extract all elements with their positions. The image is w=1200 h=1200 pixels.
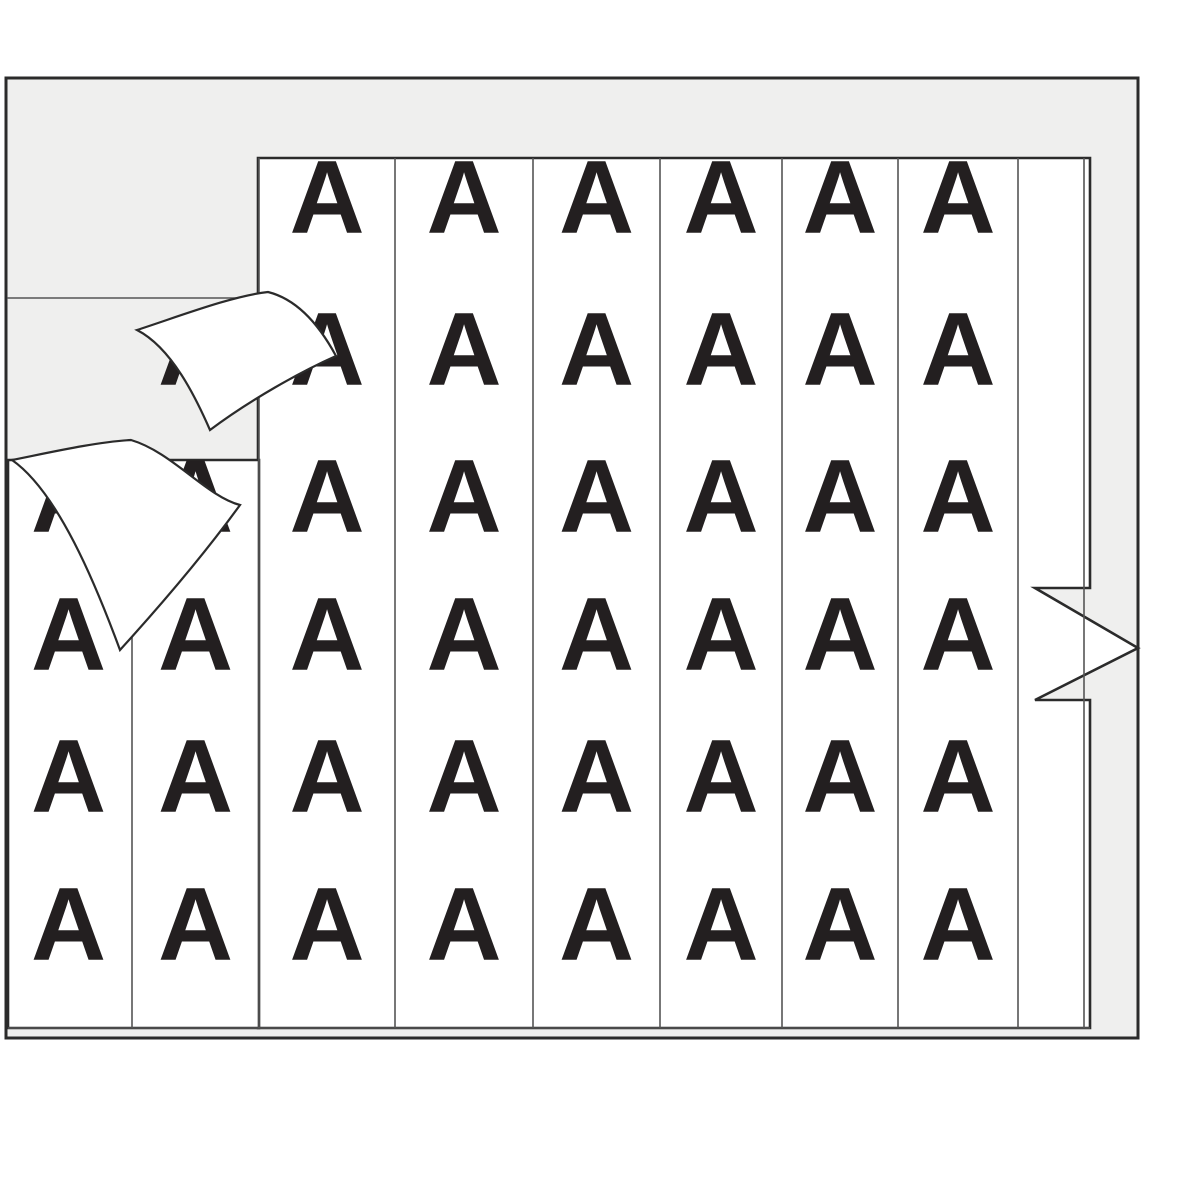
label-letter: A [802, 577, 877, 693]
label-letter: A [426, 292, 501, 408]
label-letter: A [920, 140, 995, 256]
label-letter: A [802, 140, 877, 256]
label-letter: A [920, 577, 995, 693]
peeled-label-upper-face[interactable] [134, 290, 338, 432]
label-letter: A [802, 867, 877, 983]
label-letter: A [559, 867, 634, 983]
label-letter: A [920, 719, 995, 835]
label-letter: A [158, 867, 233, 983]
peeled-label-lower[interactable] [9, 438, 242, 653]
label-letter: A [683, 867, 758, 983]
label-letter: A [158, 719, 233, 835]
label-letter: A [683, 577, 758, 693]
label-letter: A [920, 867, 995, 983]
label-letter: A [559, 719, 634, 835]
label-letter: A [802, 439, 877, 555]
label-column-dividers [8, 158, 1090, 1029]
label-letter: A [426, 439, 501, 555]
label-letter: A [426, 719, 501, 835]
label-letter: A [802, 292, 877, 408]
peeled-label-upper[interactable] [134, 290, 338, 432]
label-sheet-body [6, 156, 1141, 1030]
label-letter: A [559, 292, 634, 408]
peeled-label-lower-face[interactable] [9, 438, 242, 653]
label-letter: A [426, 577, 501, 693]
label-letter: A [559, 577, 634, 693]
label-letter: A [802, 719, 877, 835]
label-letter: A [31, 719, 106, 835]
label-letter: A [559, 140, 634, 256]
label-letter: A [683, 292, 758, 408]
label-letter: A [289, 719, 364, 835]
label-letter: A [920, 292, 995, 408]
label-letter: A [289, 140, 364, 256]
label-letter: A [289, 577, 364, 693]
label-letter: A [426, 140, 501, 256]
label-letter: A [158, 577, 233, 693]
label-letter: A [683, 140, 758, 256]
label-letter: A [31, 577, 106, 693]
label-letter: A [683, 719, 758, 835]
label-letter: A [559, 439, 634, 555]
label-letter: A [31, 867, 106, 983]
label-letter: A [426, 867, 501, 983]
label-letter: A [289, 867, 364, 983]
label-letter: A [683, 439, 758, 555]
label-letter: A [289, 439, 364, 555]
label-letter: A [920, 439, 995, 555]
